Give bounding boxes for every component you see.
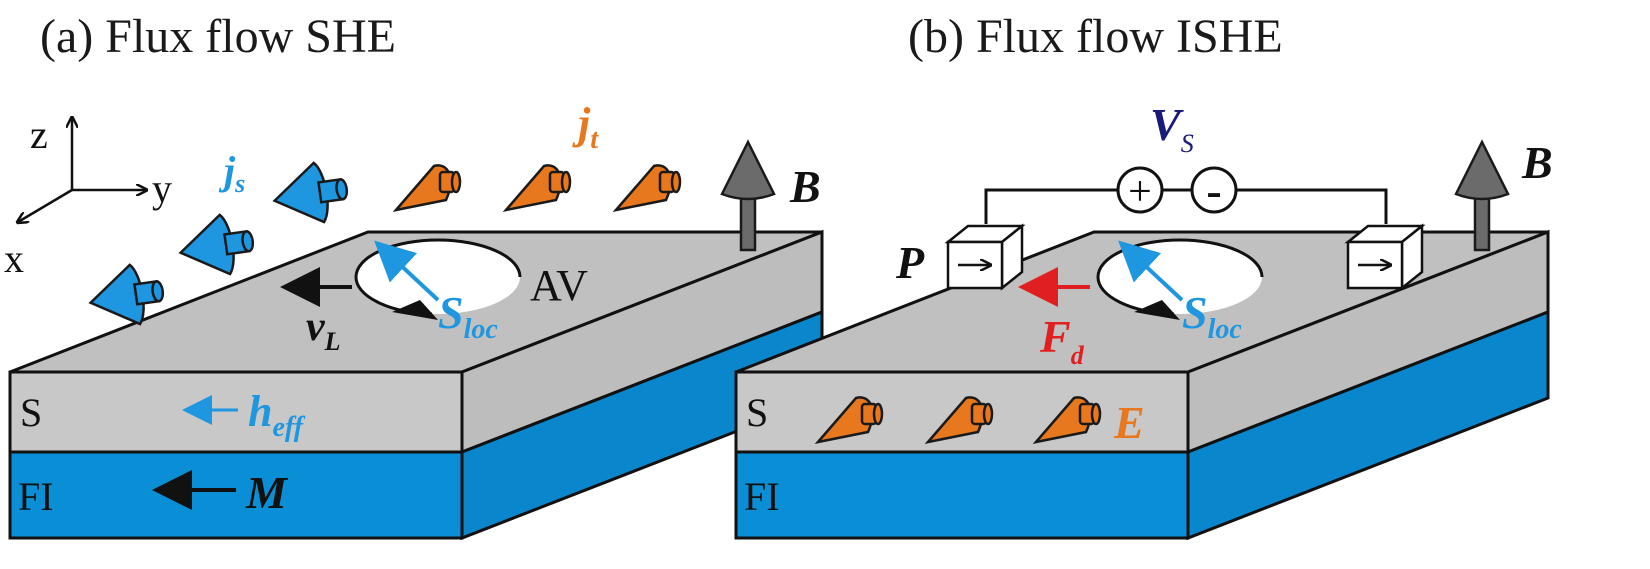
- panel-b-title: (b) Flux flow ISHE: [908, 10, 1283, 63]
- sloc-label: Sloc: [1182, 287, 1242, 345]
- spin-bell-icon: [394, 164, 462, 212]
- fi-layer-label: FI: [744, 474, 780, 519]
- p-label: P: [895, 237, 925, 288]
- spin-cone-icon: [268, 157, 353, 230]
- transverse-current-bells: [394, 164, 682, 212]
- m-label: M: [245, 467, 289, 518]
- fi-layer-front-face: [8, 450, 464, 540]
- sloc-label: Sloc: [438, 287, 498, 345]
- heff-label: heff: [248, 387, 306, 443]
- fi-layer-front-face: [734, 450, 1190, 540]
- y-axis-label: y: [152, 166, 172, 211]
- vl-label: vL: [306, 304, 341, 356]
- panel-a: (a) Flux flow SHE z y x js jt: [4, 10, 824, 541]
- s-layer-front-face: [8, 370, 464, 454]
- fd-label: Fd: [1039, 311, 1085, 370]
- s-layer-label: S: [20, 390, 42, 435]
- b-field-label: B: [789, 161, 821, 212]
- s-layer-label: S: [746, 390, 768, 435]
- panel-a-slab: [8, 229, 824, 541]
- vortex-circulation-icon: [354, 238, 522, 320]
- b-field-label: B: [1521, 137, 1553, 188]
- e-field-label: E: [1113, 397, 1145, 448]
- spin-cone-icon: [174, 209, 259, 282]
- vortex-circulation-icon: [1096, 238, 1264, 320]
- x-axis-label: x: [4, 236, 24, 281]
- jt-label: jt: [572, 99, 599, 155]
- circuit-wire-right: [1236, 188, 1388, 224]
- plus-terminal-label: +: [1128, 169, 1152, 215]
- minus-terminal-label: -: [1206, 165, 1221, 216]
- circuit-wire-left: [984, 188, 1118, 224]
- spin-bell-icon: [614, 164, 682, 212]
- z-axis-label: z: [30, 112, 48, 157]
- axes-icon: z y x: [4, 112, 172, 281]
- vs-label: VS: [1150, 99, 1194, 158]
- spin-bell-icon: [504, 164, 572, 212]
- panel-b-slab: [734, 229, 1550, 541]
- contact-box-icon: [944, 223, 1026, 291]
- js-label: js: [218, 148, 245, 198]
- panel-a-title: (a) Flux flow SHE: [40, 10, 396, 63]
- av-label: AV: [530, 261, 588, 310]
- panel-b: (b) Flux flow ISHE + - VS: [734, 10, 1553, 541]
- contact-box-icon: [1344, 223, 1426, 291]
- voltage-source-icon: + -: [1116, 165, 1238, 216]
- fi-layer-label: FI: [18, 474, 54, 519]
